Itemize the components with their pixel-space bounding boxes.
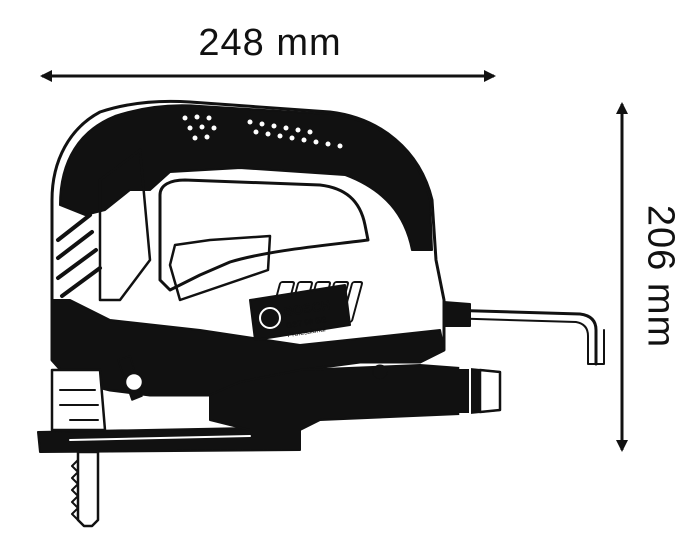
width-dimension-label: 248 mm (198, 22, 342, 64)
cord-strain-relief (443, 301, 471, 327)
dust-adapter-tip (478, 368, 502, 414)
brand-name: BOSCH (283, 297, 332, 319)
jigsaw-illustration (37, 99, 605, 528)
saw-blade (76, 450, 100, 528)
grip-texture (182, 114, 343, 149)
blade-guide (50, 368, 107, 432)
handle-inner-line (168, 234, 272, 302)
blade-guide-detail (59, 389, 99, 421)
dust-adapter-ring (459, 367, 471, 415)
nose-panel (98, 148, 152, 302)
brand-logo-icon (259, 307, 281, 329)
saw-blade-teeth (71, 459, 79, 521)
lever-pivot (123, 371, 145, 393)
base-plate-highlight (69, 435, 251, 441)
support-knob (372, 364, 388, 380)
power-cord (442, 308, 598, 366)
power-cord-inner (443, 317, 605, 365)
nose-stripes (56, 213, 102, 298)
base-plate (37, 419, 301, 453)
handle-opening (158, 178, 370, 292)
handle-grip (59, 104, 433, 251)
